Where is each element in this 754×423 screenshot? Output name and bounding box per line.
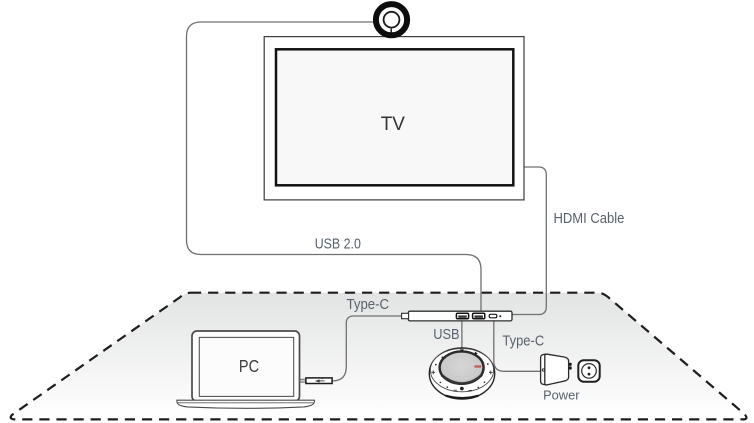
svg-text:TV: TV [381, 113, 405, 135]
svg-text:Power: Power [543, 388, 580, 403]
svg-text:Type-C: Type-C [502, 333, 544, 350]
svg-text:USB: USB [433, 326, 459, 343]
svg-text:USB 2.0: USB 2.0 [315, 236, 361, 253]
svg-text:PC: PC [239, 356, 259, 376]
svg-text:HDMI Cable: HDMI Cable [554, 210, 625, 227]
svg-text:Type-C: Type-C [347, 296, 390, 313]
